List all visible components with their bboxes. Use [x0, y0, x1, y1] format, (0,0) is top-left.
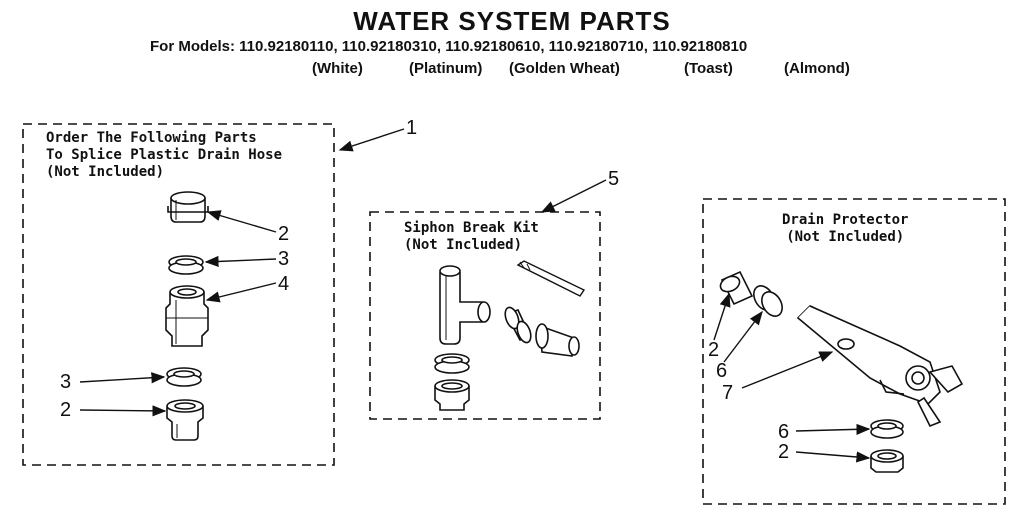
- splice-connector: [165, 285, 209, 347]
- siphon-title-line-1: Siphon Break Kit: [404, 220, 539, 236]
- drain-leader-6-top: [723, 310, 763, 363]
- drain-clamp-bottom: [870, 419, 904, 439]
- splice-callout-2-bottom: 2: [60, 399, 72, 421]
- drain-leader-2-top: [713, 292, 731, 341]
- splice-callout-4: 4: [278, 273, 290, 295]
- ref-5-label: 5: [608, 168, 620, 190]
- siphon-clamp-bottom: [434, 353, 470, 374]
- color-platinum: (Platinum): [409, 60, 483, 77]
- splice-title-line-2: To Splice Plastic Drain Hose: [46, 147, 283, 163]
- splice-title-line-1: Order The Following Parts: [46, 130, 257, 146]
- drain-callout-7: 7: [722, 382, 734, 404]
- splice-panel-border: [22, 123, 335, 466]
- drain-fitting-bottom: [870, 449, 904, 473]
- splice-leader-2-top: [206, 210, 277, 233]
- drain-title-line-2: (Not Included): [786, 229, 905, 245]
- ref-1-leader: [338, 128, 405, 152]
- siphon-cable-tie: [516, 260, 586, 297]
- siphon-fitting-right: [535, 323, 580, 357]
- siphon-title-line-2: (Not Included): [404, 237, 523, 253]
- drain-fitting-top: [719, 270, 754, 306]
- drain-leader-7: [741, 351, 834, 389]
- splice-leader-3-top: [204, 255, 277, 268]
- drain-clamp-top: [753, 285, 783, 317]
- splice-fitting-top: [167, 191, 209, 223]
- models-line: For Models: 110.92180110, 110.92180310, …: [150, 38, 748, 55]
- ref-5-leader: [540, 179, 607, 213]
- splice-callout-3-bottom: 3: [60, 371, 72, 393]
- drain-callout-2-bottom: 2: [778, 441, 790, 463]
- splice-leader-3-bottom: [79, 372, 166, 384]
- drain-panel-title: Drain Protector(Not Included): [782, 212, 908, 246]
- drain-panel-border: [702, 198, 1006, 505]
- drain-leader-2-bottom: [795, 451, 871, 463]
- siphon-clamp-right: [504, 306, 532, 344]
- drain-callout-6-top: 6: [716, 360, 728, 382]
- siphon-panel-title: Siphon Break Kit(Not Included): [404, 220, 539, 254]
- drain-callout-2-top: 2: [708, 339, 720, 361]
- ref-1-label: 1: [406, 117, 418, 139]
- drain-protector-body: [796, 305, 964, 428]
- splice-callout-2-top: 2: [278, 223, 290, 245]
- drain-leader-6-bottom: [795, 423, 871, 435]
- siphon-panel-border: [369, 211, 601, 420]
- page-title: WATER SYSTEM PARTS: [353, 6, 671, 36]
- drain-title-line-1: Drain Protector: [782, 212, 909, 228]
- color-golden-wheat: (Golden Wheat): [509, 60, 620, 77]
- siphon-fitting-bottom: [434, 379, 470, 411]
- color-toast: (Toast): [684, 60, 733, 77]
- drain-callout-6-bottom: 6: [778, 421, 790, 443]
- splice-title-line-3: (Not Included): [46, 164, 165, 180]
- splice-leader-4: [205, 282, 277, 303]
- splice-fitting-bottom: [166, 399, 204, 441]
- splice-callout-3-top: 3: [278, 248, 290, 270]
- color-almond: (Almond): [784, 60, 850, 77]
- splice-clamp-top: [168, 255, 204, 275]
- siphon-tee: [439, 265, 491, 345]
- splice-leader-2-bottom: [79, 405, 167, 417]
- splice-clamp-bottom: [166, 367, 202, 387]
- color-white: (White): [312, 60, 363, 77]
